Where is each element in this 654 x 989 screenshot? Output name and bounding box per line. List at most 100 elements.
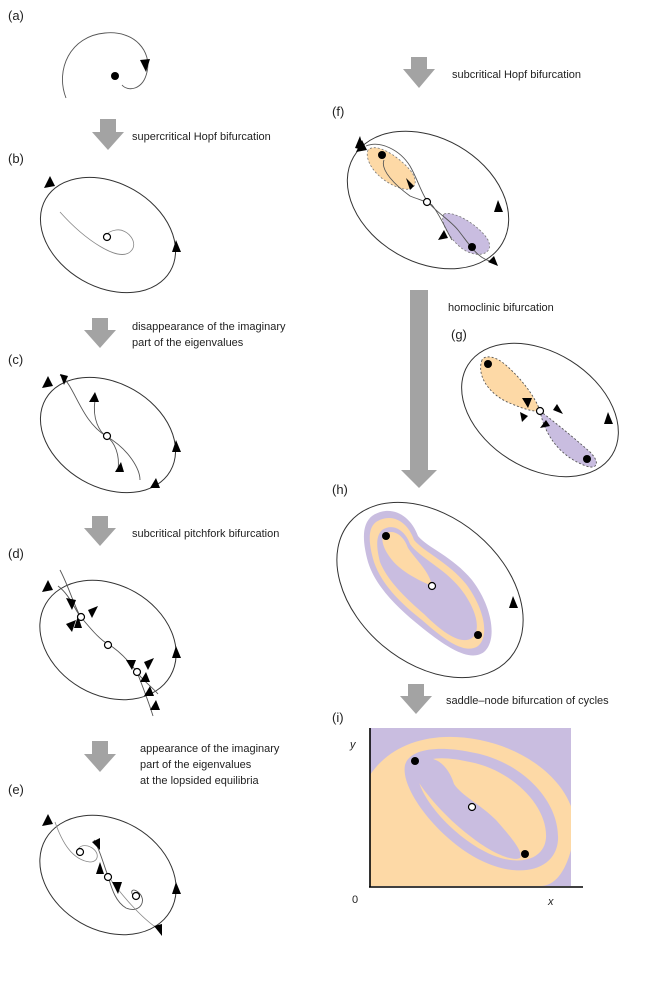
arrowhead-icon: [89, 392, 99, 402]
origin-label: 0: [352, 894, 358, 906]
arrowhead-icon: [604, 412, 613, 424]
purple-basin: [539, 409, 597, 468]
arrowhead-icon: [172, 646, 181, 658]
panel-label-c: (c): [8, 352, 23, 367]
arrowhead-icon: [96, 862, 104, 874]
arrowhead-icon: [115, 462, 124, 472]
arrowhead-icon: [88, 606, 98, 618]
spiral-trajectory: [59, 211, 135, 255]
saddle-equilibrium: [535, 406, 545, 416]
orange-basin: [366, 147, 416, 190]
limit-cycle: [39, 176, 177, 294]
down-arrow-icon: [84, 741, 116, 772]
arrowhead-icon: [66, 598, 76, 610]
arrowhead-icon: [520, 412, 528, 422]
down-arrow-icon: [84, 318, 116, 348]
arrowhead-icon: [74, 616, 82, 628]
purple-inner: [413, 758, 521, 859]
saddle-equilibrium: [422, 197, 432, 207]
arrowhead-icon: [92, 838, 100, 850]
arrowhead-icon: [66, 620, 76, 632]
down-arrow-icon: [403, 57, 435, 88]
panel-label-b: (b): [8, 151, 24, 166]
arrowhead-icon: [494, 200, 503, 212]
panel-b-phase-portrait: [39, 176, 181, 294]
arrowhead-icon: [154, 924, 162, 936]
limit-cycle: [346, 130, 510, 270]
saddle-equilibrium: [427, 581, 437, 591]
saddle-equilibrium: [467, 802, 477, 812]
transition-label-e-f: subcritical Hopf bifurcation: [452, 69, 581, 81]
arrowhead-icon: [42, 580, 53, 592]
stable-equilibrium: [411, 757, 419, 765]
spiral-trajectory: [93, 839, 143, 910]
arrowhead-icon: [140, 59, 150, 72]
transition-label-a-b: supercritical Hopf bifurcation: [132, 131, 271, 143]
limit-cycle: [336, 501, 524, 679]
arrowhead-icon: [172, 882, 181, 894]
down-arrow-icon: [92, 119, 124, 150]
transition-label-c-d: subcritical pitchfork bifurcation: [132, 528, 279, 540]
panel-label-g: (g): [451, 327, 467, 342]
arrowhead-icon: [144, 686, 154, 696]
panel-label-i: (i): [332, 710, 344, 725]
arrowhead-icon: [540, 420, 550, 428]
spiral-trajectory: [62, 32, 149, 99]
down-arrow-icon: [401, 290, 437, 488]
panel-label-e: (e): [8, 782, 24, 797]
arrowhead-icon: [172, 440, 181, 452]
saddle-equilibrium: [103, 872, 113, 882]
unstable-equilibrium: [102, 232, 112, 242]
limit-cycle: [39, 376, 177, 494]
orange-core: [382, 531, 432, 586]
panel-g-phase-portrait: [461, 342, 619, 478]
transition-label-d-e-line1: appearance of the imaginary: [140, 743, 280, 755]
arrowhead-icon: [488, 256, 498, 266]
panel-d-phase-portrait: [39, 569, 181, 717]
arrowhead-icon: [172, 240, 181, 252]
arrowhead-icon: [42, 814, 53, 826]
limit-cycle: [39, 814, 177, 936]
manifold: [59, 569, 81, 617]
transition-label-f-g: homoclinic bifurcation: [448, 302, 554, 314]
panel-e-phase-portrait: [39, 814, 181, 936]
panel-label-h: (h): [332, 482, 348, 497]
saddle-equilibrium: [102, 431, 112, 441]
arrowhead-icon: [438, 230, 448, 240]
limit-cycle: [461, 342, 619, 478]
x-axis-label: x: [547, 896, 554, 908]
down-arrow-icon: [84, 516, 116, 546]
arrowhead-icon: [126, 660, 136, 670]
panel-a-phase-portrait: [62, 32, 150, 99]
stable-equilibrium: [484, 360, 492, 368]
stable-equilibrium: [111, 72, 119, 80]
unstable-manifold: [59, 374, 141, 481]
arrowhead-icon: [522, 398, 532, 408]
transition-label-b-c-line1: disappearance of the imaginary: [132, 321, 286, 333]
panel-i-basin-plot: [369, 728, 583, 888]
stable-equilibrium: [583, 455, 591, 463]
transition-label-b-c-line2: part of the eigenvalues: [132, 337, 244, 349]
arrowhead-icon: [553, 404, 563, 414]
lopsided-equilibrium: [75, 847, 85, 857]
arrowhead-icon: [44, 176, 55, 188]
arrowhead-icon: [509, 596, 518, 608]
lopsided-equilibrium: [76, 612, 86, 622]
panel-f-phase-portrait: [346, 130, 510, 270]
panel-label-f: (f): [332, 104, 344, 119]
arrowhead-icon: [406, 178, 414, 190]
arrowhead-icon: [150, 478, 160, 488]
arrowhead-icon: [355, 136, 364, 150]
lopsided-equilibrium: [132, 667, 142, 677]
orange-basin: [480, 356, 541, 412]
arrowhead-icon: [60, 374, 68, 385]
limit-cycle: [39, 579, 177, 701]
stable-equilibrium: [468, 243, 476, 251]
stable-equilibrium: [378, 151, 386, 159]
panel-label-a: (a): [8, 8, 24, 23]
panel-h-phase-portrait: [336, 501, 524, 679]
down-arrow-icon: [400, 684, 432, 714]
stable-equilibrium: [474, 631, 482, 639]
arrowhead-icon: [144, 658, 154, 670]
transition-label-d-e-line2: part of the eigenvalues: [140, 759, 252, 771]
